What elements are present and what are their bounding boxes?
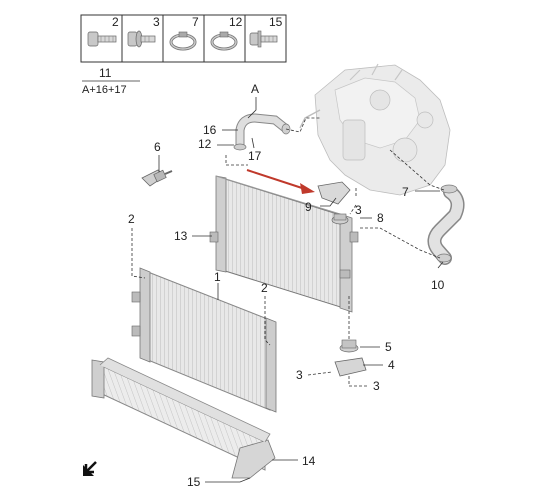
bolt-flange-icon [249, 30, 278, 48]
callout-16: 16 [203, 123, 217, 137]
callout-A: A [251, 82, 259, 96]
callout-10: 10 [431, 278, 445, 292]
intercooler [91, 357, 276, 479]
orientation-arrow-icon [83, 461, 97, 476]
callout-3-left: 3 [296, 368, 303, 382]
callout-6: 6 [154, 140, 161, 154]
leader-lines [131, 97, 444, 483]
callout-8: 8 [377, 211, 384, 225]
upper-hose [233, 113, 291, 151]
hose-clamp-icon [210, 31, 238, 51]
callout-5: 5 [385, 340, 392, 354]
parts-table-num-3: 7 [192, 15, 199, 29]
lower-hose [427, 184, 465, 265]
ac-condenser [131, 267, 277, 413]
callout-17: 17 [248, 149, 262, 163]
callout-2-left: 2 [128, 212, 135, 226]
temperature-sensor [141, 169, 173, 187]
callout-4: 4 [388, 358, 395, 372]
callout-1: 1 [214, 270, 221, 284]
callout-14: 14 [302, 454, 316, 468]
callout-9: 9 [305, 200, 312, 214]
bolt-washer-icon [127, 30, 156, 48]
parts-table-num-5: 15 [269, 15, 283, 29]
red-indicator-arrow [246, 169, 315, 194]
hose-connection-line [285, 117, 320, 133]
kit-formula: A+16+17 [82, 84, 127, 96]
bolt-icon [87, 31, 117, 47]
parts-table: 2 3 7 12 15 [80, 14, 287, 96]
rubber-mount-upper [331, 213, 349, 225]
lower-bracket [334, 357, 367, 377]
callout-12: 12 [198, 137, 212, 151]
callout-7: 7 [402, 185, 409, 199]
parts-table-num-4: 12 [229, 15, 243, 29]
callouts: A 16 12 17 6 7 9 3 8 2 13 1 2 10 5 4 3 3… [128, 82, 445, 489]
parts-table-num-1: 2 [112, 15, 119, 29]
radiator [209, 175, 359, 313]
parts-table-num-2: 3 [153, 15, 160, 29]
callout-3-bottom: 3 [373, 379, 380, 393]
callout-2-mid: 2 [261, 281, 268, 295]
rubber-mount-lower [339, 339, 359, 353]
callout-15: 15 [187, 475, 201, 489]
hose-clamp-icon [169, 31, 197, 51]
radiator-hose-line [360, 227, 441, 259]
engine-block [299, 63, 451, 196]
callout-3-top: 3 [355, 203, 362, 217]
kit-number: 11 [99, 66, 112, 80]
engine-hose-line [389, 149, 445, 191]
mount-bracket [317, 181, 351, 205]
callout-13: 13 [174, 229, 188, 243]
